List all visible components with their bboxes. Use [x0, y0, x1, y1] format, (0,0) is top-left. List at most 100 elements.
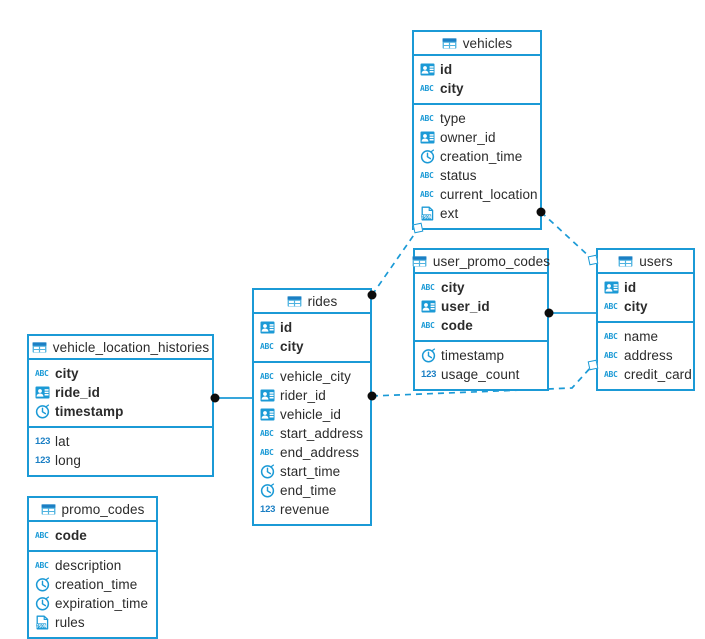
field-label: city — [55, 366, 79, 381]
field-row[interactable]: creation_time — [29, 575, 156, 594]
string-type-icon: ABC — [35, 369, 49, 378]
field-label: end_time — [280, 483, 337, 498]
number-type-icon: 123 — [421, 369, 437, 380]
relationship-source-marker-dot — [544, 308, 554, 318]
table-icon — [287, 294, 302, 309]
field-row[interactable]: user_id — [415, 297, 547, 316]
table-icon — [442, 36, 457, 51]
string-type-icon: ABC — [420, 84, 434, 93]
field-label: long — [55, 453, 81, 468]
field-label: id — [440, 62, 453, 77]
timestamp-type-icon — [260, 483, 275, 498]
field-row[interactable]: id — [598, 278, 693, 297]
string-type-icon: ABC — [35, 561, 49, 570]
svg-text:JSON: JSON — [421, 215, 432, 221]
field-row[interactable]: vehicle_id — [254, 405, 370, 424]
entity-name: promo_codes — [61, 501, 145, 517]
field-label: timestamp — [55, 404, 124, 419]
relationship-rides-to-vehicles[interactable] — [371, 228, 419, 296]
entity-header-user_promo_codes[interactable]: user_promo_codes — [412, 250, 550, 274]
field-label: vehicle_id — [280, 407, 342, 422]
entity-header-users[interactable]: users — [598, 250, 693, 274]
field-row[interactable]: id — [254, 318, 370, 337]
field-row[interactable]: ride_id — [29, 383, 212, 402]
table-icon — [412, 254, 427, 269]
entity-name: vehicle_location_histories — [52, 339, 210, 355]
entity-name: vehicles — [462, 35, 513, 51]
field-row[interactable]: end_time — [254, 481, 370, 500]
field-label: creation_time — [55, 577, 138, 592]
field-label: rider_id — [280, 388, 326, 403]
string-type-icon: ABC — [260, 342, 274, 351]
number-type-icon: 123 — [35, 436, 51, 447]
relationship-user_promo_codes-to-vehicles[interactable] — [540, 211, 593, 260]
field-row[interactable]: expiration_time — [29, 594, 156, 613]
field-label: creation_time — [440, 149, 523, 164]
json-type-icon: JSON — [35, 615, 50, 630]
field-row[interactable]: JSON ext — [414, 204, 540, 223]
identifier-type-icon — [420, 130, 435, 145]
entity-header-vehicle_location_histories[interactable]: vehicle_location_histories — [29, 336, 212, 360]
field-label: id — [624, 280, 637, 295]
string-type-icon: ABC — [420, 114, 434, 123]
field-label: code — [55, 528, 87, 543]
field-row[interactable]: start_time — [254, 462, 370, 481]
string-type-icon: ABC — [604, 332, 618, 341]
entity-header-rides[interactable]: rides — [254, 290, 370, 314]
field-label: ext — [440, 206, 459, 221]
field-row[interactable]: ABC credit_card — [598, 365, 693, 384]
field-row[interactable]: creation_time — [414, 147, 540, 166]
string-type-icon: ABC — [604, 370, 618, 379]
string-type-icon: ABC — [604, 351, 618, 360]
string-type-icon: ABC — [421, 321, 435, 330]
entity-header-promo_codes[interactable]: promo_codes — [29, 498, 156, 522]
identifier-type-icon — [604, 280, 619, 295]
field-row[interactable]: ABC city — [254, 337, 370, 356]
timestamp-type-icon — [35, 404, 50, 419]
field-label: city — [280, 339, 304, 354]
field-row[interactable]: timestamp — [415, 346, 547, 365]
identifier-type-icon — [260, 320, 275, 335]
field-label: credit_card — [624, 367, 692, 382]
field-row[interactable]: owner_id — [414, 128, 540, 147]
relationship-rides-to-users[interactable] — [371, 365, 593, 397]
field-row[interactable]: rider_id — [254, 386, 370, 405]
string-type-icon: ABC — [35, 531, 49, 540]
field-row[interactable]: timestamp — [29, 402, 212, 421]
entity-header-vehicles[interactable]: vehicles — [414, 32, 540, 56]
string-type-icon: ABC — [604, 302, 618, 311]
field-row[interactable]: ABC city — [29, 364, 212, 383]
field-row[interactable]: ABC code — [29, 526, 156, 545]
field-label: vehicle_city — [280, 369, 351, 384]
identifier-type-icon — [420, 62, 435, 77]
field-row[interactable]: id — [414, 60, 540, 79]
entity-name: rides — [307, 293, 338, 309]
